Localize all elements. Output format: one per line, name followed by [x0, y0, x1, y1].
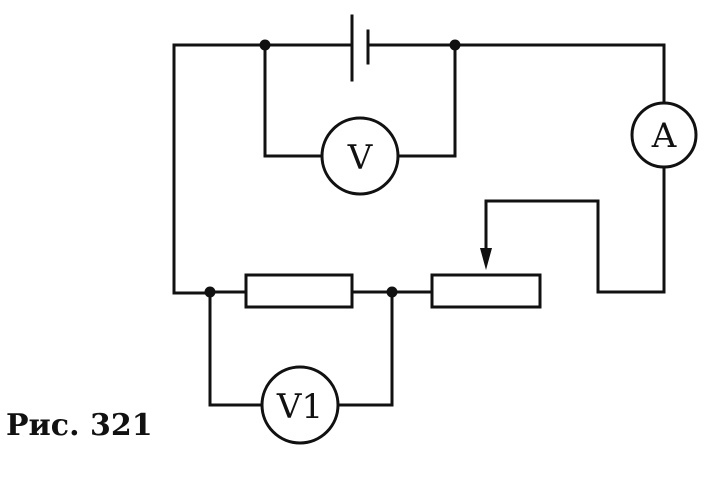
figure-caption: Рис. 321 [6, 408, 153, 443]
voltmeter-1: V1 [260, 365, 340, 445]
voltmeter-label: V [347, 138, 374, 178]
voltmeter: V [320, 116, 400, 196]
ammeter-label: A [651, 116, 677, 156]
resistor [244, 273, 354, 309]
wire-ammeter-down [484, 164, 666, 294]
wire-left-top [172, 43, 267, 295]
voltmeter-circle [320, 116, 400, 196]
voltmeter-1-circle [260, 365, 340, 445]
wire-voltmeter-1-branch [208, 290, 394, 407]
junction-node-bottom-middle [386, 286, 398, 298]
rheostat-slider-arrow [480, 248, 492, 270]
junction-node-bottom-left [204, 286, 216, 298]
wire-top-right-to-ammeter [453, 43, 666, 106]
junction-node-top-left [259, 39, 271, 51]
junction-node-top-right [449, 39, 461, 51]
ammeter-circle [630, 101, 698, 169]
voltmeter-1-label: V1 [276, 387, 323, 427]
wire-voltmeter-branch [263, 43, 457, 158]
ammeter: A [630, 101, 698, 169]
rheostat [430, 273, 542, 309]
